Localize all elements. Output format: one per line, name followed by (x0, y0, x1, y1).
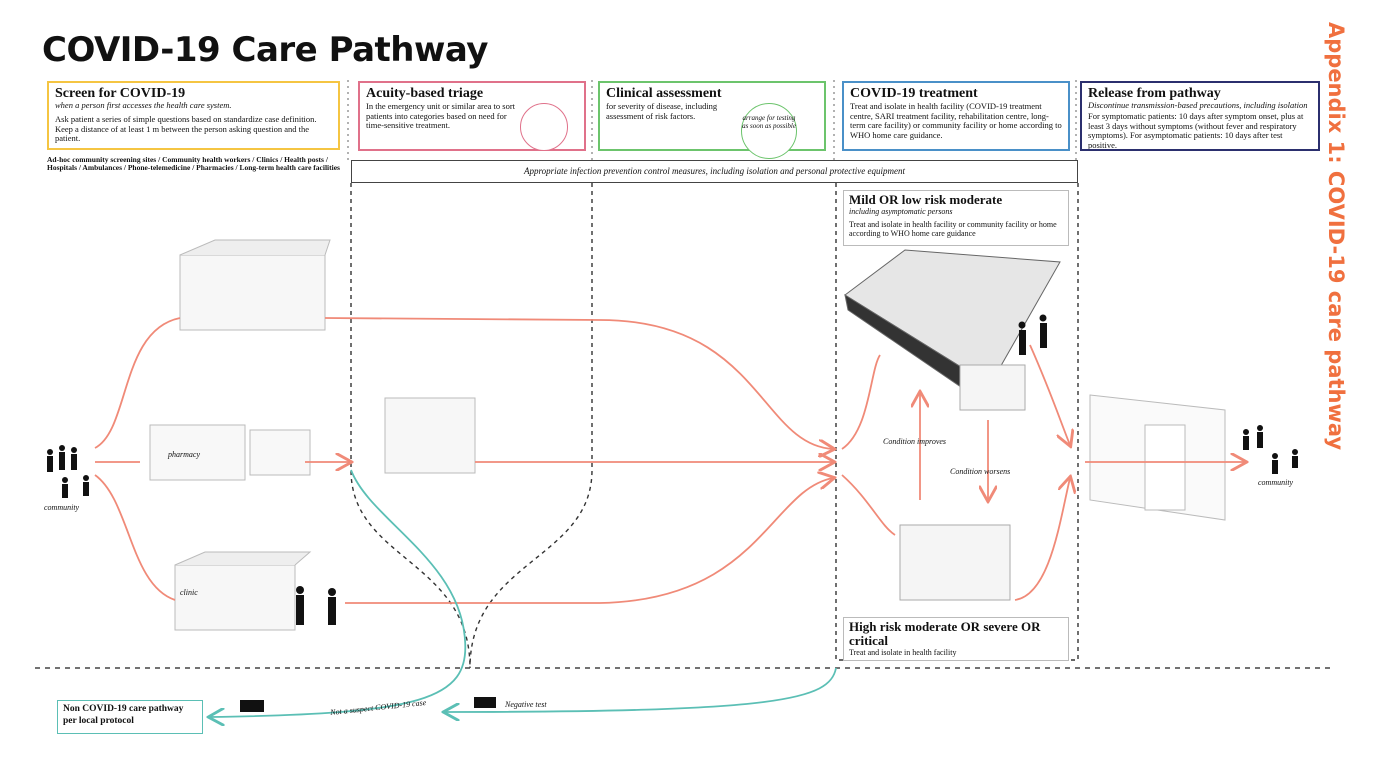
release-subheading: Discontinue transmission-based precautio… (1088, 100, 1308, 110)
screen-heading: Screen for COVID-19 (55, 86, 186, 101)
clinic-label: clinic (180, 588, 198, 597)
mild-body: Treat and isolate in health facility or … (849, 220, 1057, 238)
stage-screen: Screen for COVID-19 when a person first … (47, 81, 340, 150)
flow-arrows (94, 317, 1245, 604)
severe-body: Treat and isolate in health facility (849, 648, 957, 657)
mild-heading: Mild OR low risk moderate (849, 192, 1003, 207)
testing-note: arrange for testing as soon as possible (741, 103, 797, 159)
release-heading: Release from pathway (1088, 86, 1221, 101)
screen-body: Ask patient a series of simple questions… (55, 114, 317, 143)
treatment-body: Treat and isolate in health facility (CO… (850, 101, 1062, 140)
screen-subheading: when a person first accesses the health … (55, 100, 232, 110)
stage-release: Release from pathway Discontinue transmi… (1080, 81, 1320, 151)
mild-box: Mild OR low risk moderate including asym… (843, 190, 1069, 246)
community-right-label: community (1258, 478, 1294, 487)
triage-heading: Acuity-based triage (366, 86, 484, 101)
triage-funnel (350, 183, 1079, 669)
hospital-ward (899, 524, 1011, 601)
clinic-staff-icon (296, 586, 336, 625)
negative-test-label: Negative test (505, 700, 547, 709)
assessment-heading: Clinical assessment (606, 86, 722, 101)
pharmacy-label: pharmacy (168, 450, 200, 459)
treatment-people-icon (1018, 314, 1047, 355)
treatment-centre (844, 249, 1061, 401)
severe-box: High risk moderate OR severe OR critical… (843, 617, 1069, 661)
release-body: For symptomatic patients: 10 days after … (1088, 111, 1304, 150)
appendix-title: Appendix 1: COVID-19 care pathway (1324, 22, 1348, 451)
mild-subheading: including asymptomatic persons (849, 207, 953, 216)
home-building (959, 364, 1026, 411)
page-title: COVID-19 Care Pathway (42, 30, 488, 70)
stage-treatment: COVID-19 treatment Treat and isolate in … (842, 81, 1070, 151)
condition-worsens-label: Condition worsens (950, 467, 1011, 476)
exit-arrows (210, 469, 837, 717)
community-people-icon (47, 445, 89, 498)
treatment-heading: COVID-19 treatment (850, 86, 978, 101)
assessment-body: for severity of disease, including asses… (606, 101, 718, 121)
non-covid-pathway-box: Non COVID-19 care pathway per local prot… (57, 700, 203, 734)
clinic-building (174, 551, 312, 631)
community-left-label: community (44, 503, 80, 512)
condition-improves-label: Condition improves (883, 437, 947, 446)
pharmacy-building (149, 424, 311, 481)
severe-heading: High risk moderate OR severe OR critical (849, 619, 1041, 648)
release-door (1089, 394, 1226, 521)
stage-dividers (347, 80, 1077, 160)
triage-circle (520, 103, 568, 151)
triage-building (384, 397, 476, 474)
community-right-people-icon (1243, 425, 1298, 474)
triage-body: In the emergency unit or similar area to… (366, 101, 516, 130)
screening-sites: Ad-hoc community screening sites / Commu… (47, 155, 340, 172)
ambulance-icon (240, 697, 496, 712)
hospital-building (179, 239, 331, 331)
ipc-banner: Appropriate infection prevention control… (351, 160, 1078, 183)
